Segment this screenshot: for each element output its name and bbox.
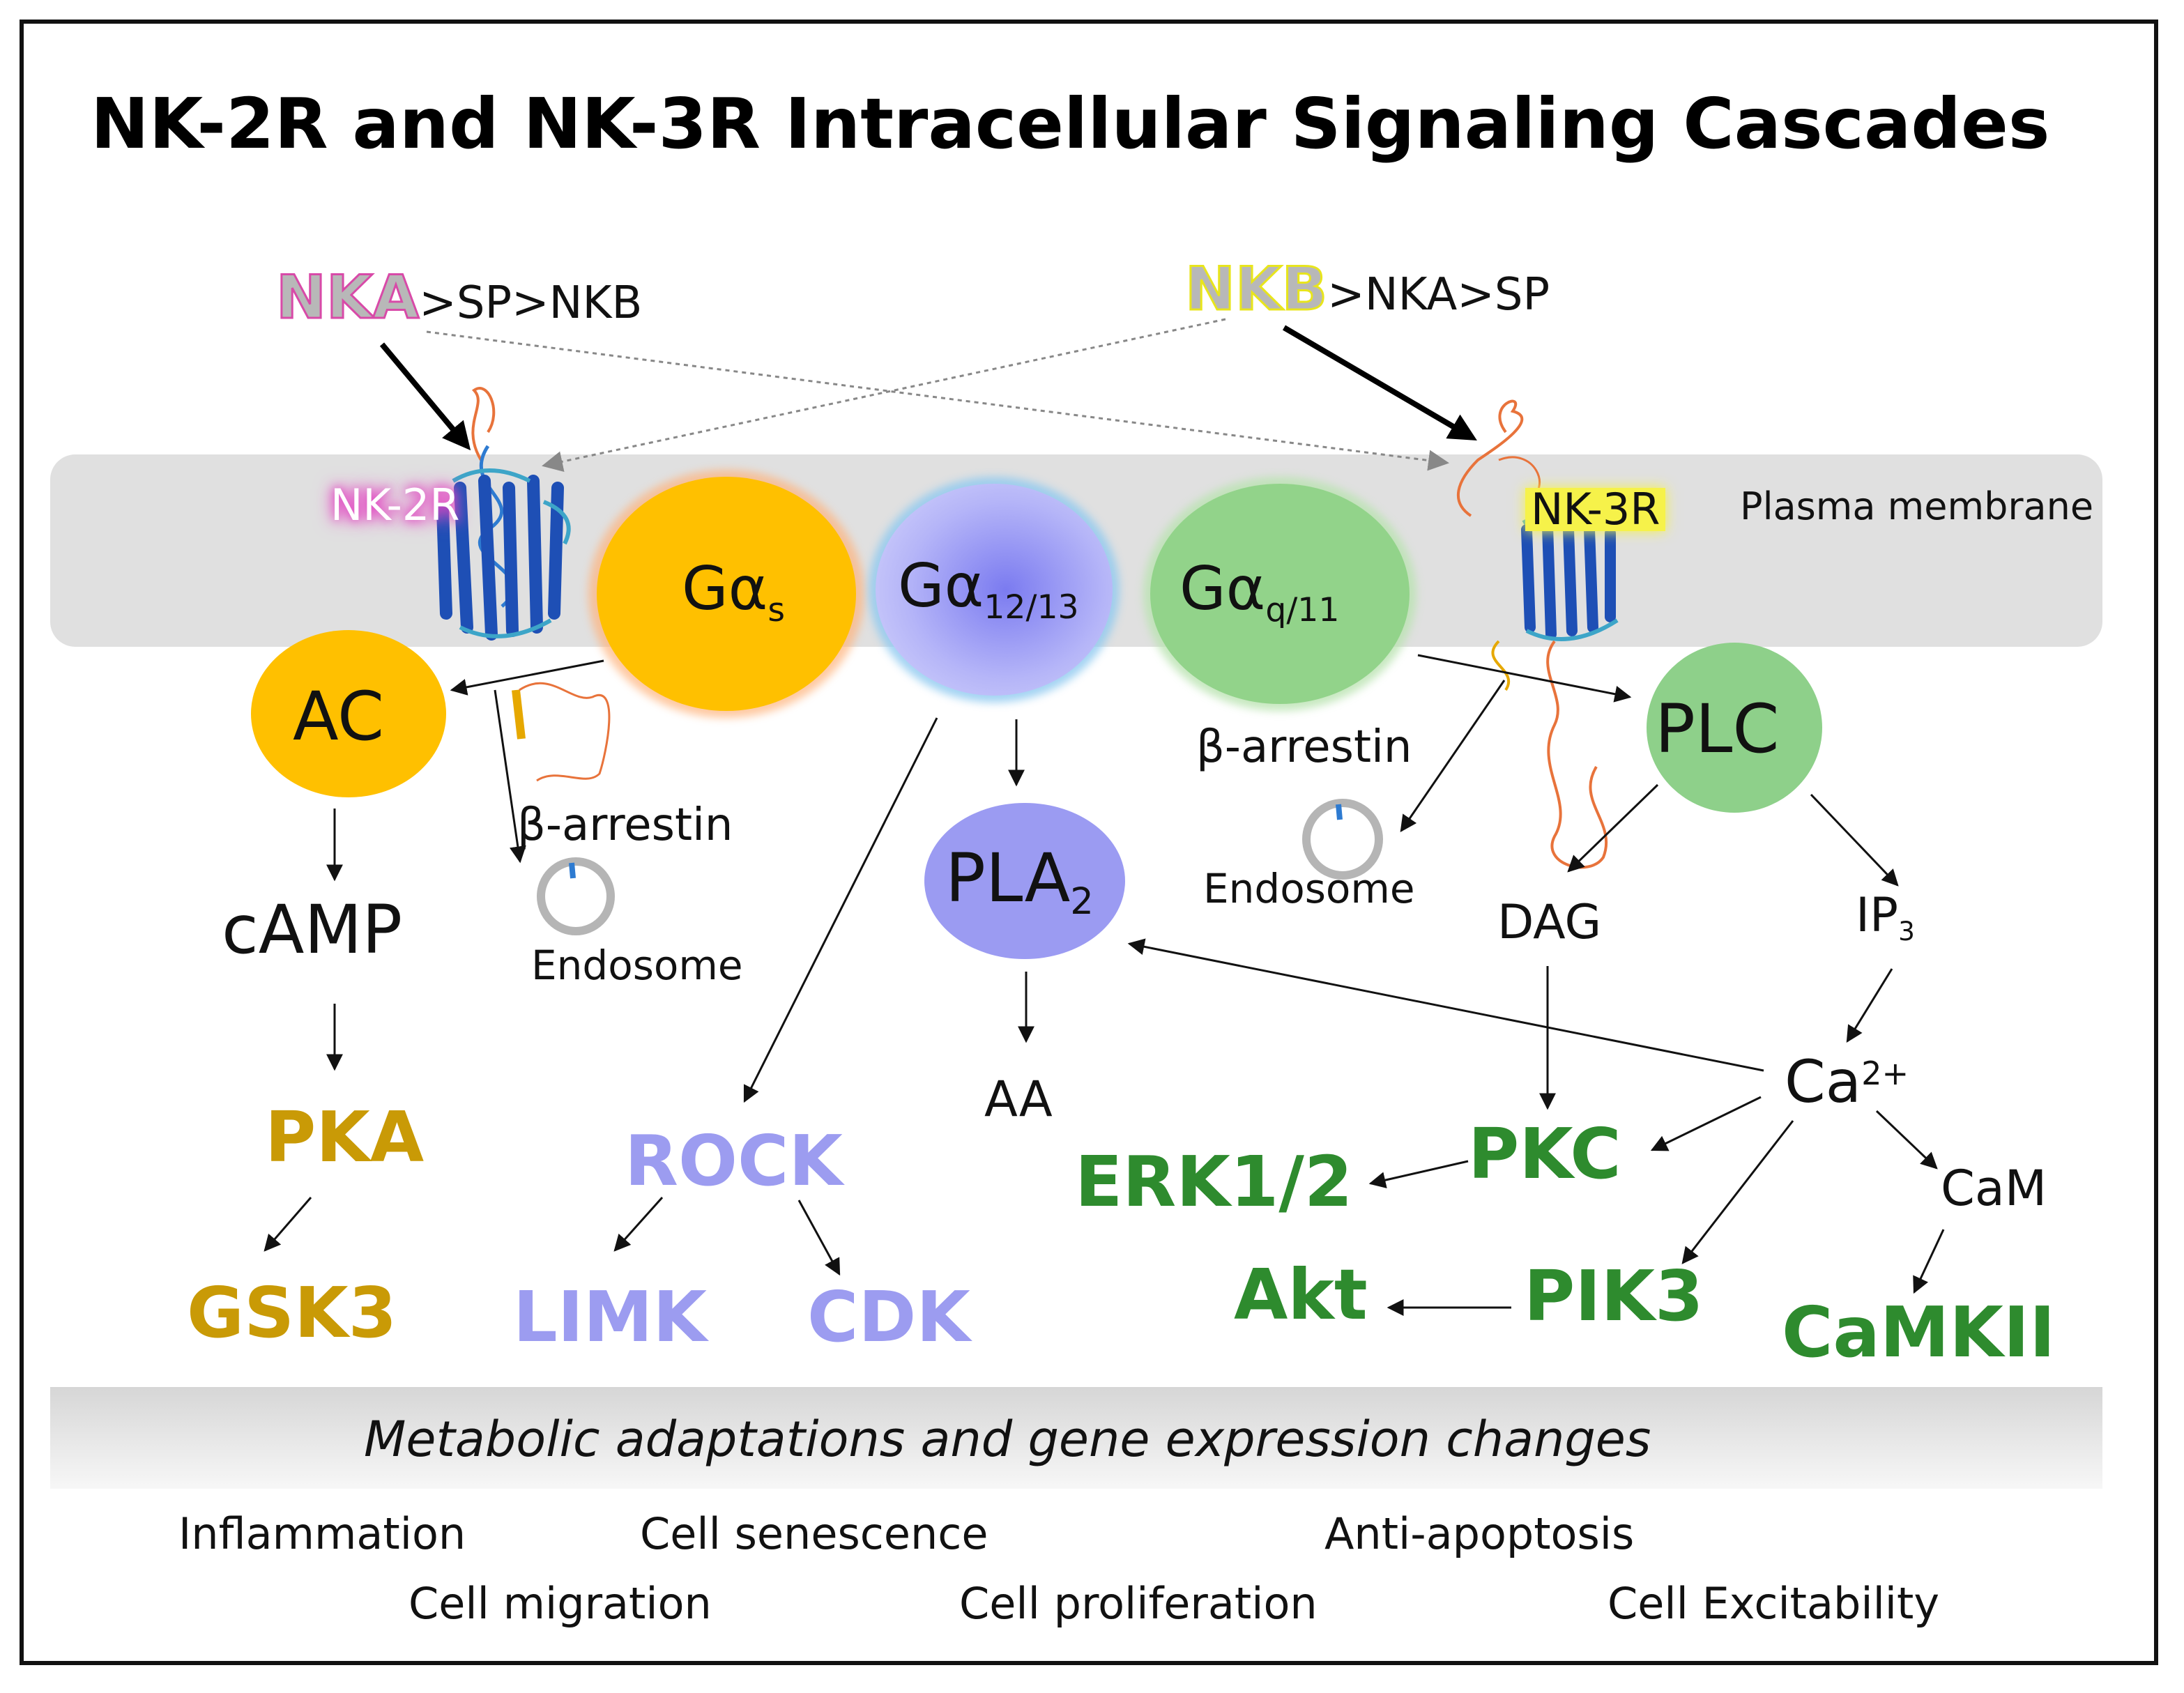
nkb-ligand-order: >NKA>SP — [1327, 269, 1550, 321]
pik3-label: PIK3 — [1524, 1255, 1704, 1337]
cdk-label: CDK — [807, 1276, 970, 1358]
endosome-right-label: Endosome — [1203, 865, 1415, 912]
dag-label: DAG — [1497, 895, 1602, 950]
calcium-label: Ca2+ — [1785, 1052, 1909, 1111]
plc-node — [1647, 643, 1822, 813]
endosome-left — [537, 857, 615, 935]
outcome-cell-excitability: Cell Excitability — [1608, 1578, 1940, 1629]
nk3r-receptor-structure — [1457, 399, 1619, 869]
gq11-protein — [1150, 484, 1410, 704]
page-title: NK-2R and NK-3R Intracellular Signaling … — [91, 83, 2050, 164]
gs-label-base: Gα — [682, 554, 768, 624]
rock-label: ROCK — [625, 1120, 843, 1202]
gq11-label-sub: q/11 — [1265, 590, 1340, 629]
gs-label-sub: s — [768, 590, 785, 629]
plasma-membrane-label: Plasma membrane — [1740, 484, 2094, 528]
outcome-cell-proliferation: Cell proliferation — [959, 1578, 1318, 1629]
gsk3-label: GSK3 — [187, 1272, 397, 1354]
calcium-label-sup: 2+ — [1861, 1054, 1909, 1092]
ip3-label-sub: 3 — [1898, 916, 1915, 947]
limk-label: LIMK — [513, 1276, 707, 1358]
gq11-label: Gαq/11 — [1179, 559, 1340, 627]
nk2r-label: NK-2R — [330, 480, 460, 530]
ac-node — [251, 630, 446, 797]
plc-label: PLC — [1655, 690, 1780, 768]
calcium-label-base: Ca — [1785, 1048, 1862, 1116]
camkii-label: CaMKII — [1782, 1292, 2056, 1373]
nkb-to-nk2r-arrow — [542, 318, 1226, 472]
g1213-label: Gα12/13 — [898, 556, 1079, 624]
nkb-ligand-name: NKB — [1184, 254, 1328, 324]
nk2r-receptor-structure — [436, 387, 611, 782]
gq11-label-base: Gα — [1179, 554, 1266, 624]
nka-ligand-name: NKA — [275, 263, 420, 332]
pla2-node — [924, 803, 1125, 959]
pla2-label-sub: 2 — [1070, 880, 1094, 924]
gs-protein — [597, 477, 856, 711]
cam-label: CaM — [1941, 1160, 2047, 1217]
outcome-cell-senescence: Cell senescence — [640, 1508, 988, 1559]
beta-arrestin-left: β-arrestin — [517, 799, 733, 851]
akt-label: Akt — [1234, 1254, 1368, 1335]
outcome-banner-text: Metabolic adaptations and gene expressio… — [364, 1411, 1651, 1468]
outcome-banner — [50, 1387, 2102, 1489]
ip3-label-base: IP — [1856, 888, 1899, 943]
signaling-arrows — [264, 654, 1945, 1316]
g1213-protein — [876, 484, 1113, 696]
nka-ligand-order: >SP>NKB — [419, 277, 643, 329]
nk3r-label: NK-3R — [1525, 488, 1666, 531]
beta-arrestin-right: β-arrestin — [1196, 721, 1412, 773]
aa-label: AA — [984, 1071, 1053, 1128]
endosome-left-receptor-icon — [569, 862, 576, 879]
nkb-to-nk3r-arrow — [1282, 325, 1477, 441]
g1213-label-base: Gα — [898, 551, 984, 621]
outcome-cell-migration: Cell migration — [408, 1578, 712, 1629]
camp-label: cAMP — [222, 891, 403, 969]
outcome-inflammation: Inflammation — [178, 1508, 466, 1559]
outcome-anti-apoptosis: Anti-apoptosis — [1324, 1508, 1635, 1559]
nka-ligand-label: NKA>SP>NKB — [275, 267, 643, 329]
erk-label: ERK1/2 — [1075, 1141, 1353, 1223]
nkb-ligand-label: NKB>NKA>SP — [1184, 259, 1550, 321]
pla2-label-base: PLA — [945, 839, 1071, 917]
ac-label: AC — [293, 677, 385, 756]
nka-to-nk2r-arrow — [379, 342, 471, 451]
pkc-label: PKC — [1468, 1113, 1621, 1195]
g1213-label-sub: 12/13 — [984, 588, 1079, 627]
pla2-label: PLA2 — [945, 845, 1094, 920]
ip3-label: IP3 — [1856, 892, 1915, 944]
gs-label: Gαs — [682, 559, 785, 627]
endosome-right-receptor-icon — [1336, 804, 1343, 820]
pka-label: PKA — [265, 1096, 425, 1178]
endosome-right — [1302, 799, 1383, 880]
nka-to-nk3r-arrow — [426, 330, 1449, 471]
endosome-left-label: Endosome — [531, 942, 743, 989]
